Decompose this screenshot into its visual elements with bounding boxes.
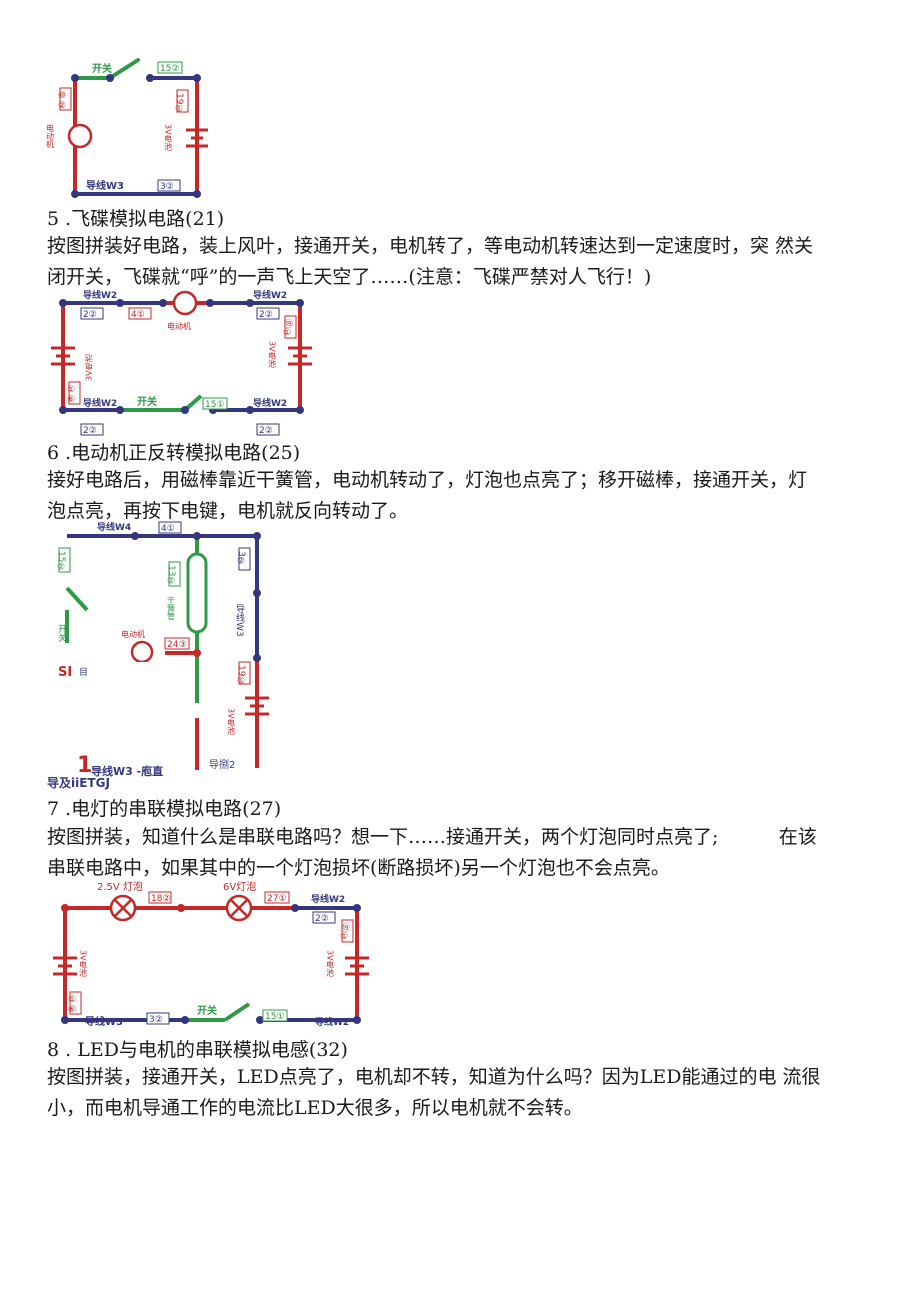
motor-symbol [130, 640, 154, 664]
tag-right: 19① [174, 93, 184, 114]
tag-left: ①⑥ [67, 995, 77, 1015]
battery-left-label: 3V电池 [79, 950, 88, 977]
section-paragraph-8: 按图拼装，接通开关，LED点亮了，电机却不转，知道为什么吗？因为LED能通过的电… [47, 1062, 867, 1124]
tag-switch: 15① [265, 1012, 285, 1022]
section-paragraph-7: 按图拼装，知道什么是串联电路吗？想一下……接通开关，两个灯泡同时点亮了; 在该 … [47, 822, 867, 884]
lamp1-label: 2.5V 灯泡 [97, 880, 143, 893]
tag-tr: 2② [259, 310, 273, 320]
artifact-si: SI [58, 665, 72, 680]
tag-bl: 2② [83, 426, 97, 436]
battery-right-label: 3V电池 [326, 950, 335, 977]
tag-right-top: 3② [236, 551, 246, 567]
wire-label-bl: 导线W3 [85, 1015, 123, 1028]
tag-left: 15② [56, 551, 66, 572]
battery-label: 3V电池 [164, 124, 173, 151]
tag-top: 4① [161, 524, 175, 534]
wire-label-br: 导线W2 [315, 1016, 349, 1028]
wire-label-tr: 导线W2 [253, 289, 287, 301]
lamp2-label: 6V灯泡 [223, 880, 256, 893]
motor-label: 电动机 [167, 321, 191, 331]
image-cutout [45, 662, 165, 742]
circuit-figure-flying-saucer: 导线W2 导线W2 2② 4① 电动机 2② 3V电池 3V电池 ①⑥ ⑲① 开… [51, 289, 312, 436]
tag-bl: 3② [149, 1015, 163, 1025]
section-paragraph-6: 接好电路后，用磁棒靠近干簧管，电动机转动了，灯泡也点亮了；移开磁棒，接通开关，灯… [47, 465, 867, 527]
tag-tl: 2② [83, 310, 97, 320]
section-heading-7: 7 .电灯的串联模拟电路(27) [47, 798, 282, 820]
tag-motor: 4① [131, 310, 145, 320]
paragraph-line: 按图拼装，接通开关，LED点亮了，电机却不转，知道为什么吗？因为LED能通过的电… [47, 1066, 821, 1088]
tag-right: ⑲① [282, 319, 293, 338]
paragraph-line: 泡点亮，再按下电键，电机就反向转动了。 [47, 500, 409, 522]
tag-reed: 13② [166, 565, 176, 586]
switch-label: 开关 [92, 62, 112, 75]
wire-label: 导线W3 [86, 179, 124, 192]
circuit-figure-series-lamps: 2.5V 灯泡 18② 6V灯泡 27① 导线W2 2② 3V电池 3V电池 ①… [53, 880, 369, 1028]
motor-symbol [172, 290, 198, 316]
motor-label: 电动机 [121, 629, 145, 639]
tag-left: ⑩② [57, 91, 67, 111]
tag-switch: 15① [205, 400, 225, 410]
reed-label: 干簧管 [167, 596, 176, 621]
circuit-figure-motor-reverse: 导线W4 4① 15② 13② 干簧管 3② 导线W3 开关 电动机 24③ 1… [45, 521, 269, 778]
switch-label: 开关 [197, 1004, 217, 1017]
paragraph-line: 小，而电机导通工作的电流比LED大很多，所以电机就不会转。 [47, 1097, 583, 1119]
figure-artifact-caption: 导及iiETGJ [47, 776, 110, 790]
artifact-mu: 目 [79, 667, 88, 678]
wire-label-bl: 导线W2 [83, 397, 117, 409]
wire-label-top: 导线W4 [97, 521, 131, 533]
lamp-symbol-1 [109, 894, 137, 922]
tag-lamp2: 27① [267, 894, 287, 904]
section-heading-5: 5 .飞碟模拟电路(21) [47, 208, 225, 230]
motor-symbol [67, 123, 93, 149]
paragraph-line: 按图拼装，知道什么是串联电路吗？想一下……接通开关，两个灯泡同时点亮了; 在该 [47, 826, 817, 848]
section-paragraph-5: 按图拼装好电路，装上风叶，接通开关，电机转了，等电动机转速达到一定速度时，突 然… [47, 231, 867, 293]
wire-label-br: 导线W2 [253, 397, 287, 409]
section-heading-6: 6 .电动机正反转模拟电路(25) [47, 442, 301, 464]
tag-top: 15② [160, 64, 180, 74]
wire-label-right: 导线W3 [234, 604, 245, 637]
paragraph-line: 串联电路中，如果其中的一个灯泡损坏(断路损坏)另一个灯泡也不会点亮。 [47, 857, 670, 879]
paragraph-line: 闭开关，飞碟就“呼”的一声飞上天空了……(注意：飞碟严禁对人飞行！) [47, 266, 652, 288]
tag-tr: 2② [315, 914, 329, 924]
tag-right: ⑲① [339, 923, 350, 942]
paragraph-line: 接好电路后，用磁棒靠近干簧管，电动机转动了，灯泡也点亮了；移开磁棒，接通开关，灯 [47, 469, 808, 491]
lamp-symbol-2 [225, 894, 253, 922]
tag-motor: 24③ [167, 640, 187, 650]
circuit-figure-motor-switch: 开关 15② 19① ⑩② 3V电池 电动机 导线W3 3② [46, 58, 208, 198]
wire-label-tl: 导线W2 [83, 289, 117, 301]
wire-label-tr: 导线W2 [311, 893, 345, 905]
battery-label: 3V电池 [227, 708, 236, 735]
tag-left: ①⑥ [66, 385, 76, 405]
artifact-one: 1 [77, 753, 92, 778]
tag-bottom: 3② [160, 182, 174, 192]
tag-battery: 19① [236, 665, 246, 686]
artifact-wire: 导线W3 -庖直 [91, 764, 163, 778]
paragraph-line: 按图拼装好电路，装上风叶，接通开关，电机转了，等电动机转速达到一定速度时，突 然… [47, 235, 814, 257]
switch-label: 开关 [137, 395, 157, 408]
tag-br: 2② [259, 426, 273, 436]
battery-left-label: 3V电池 [85, 354, 94, 381]
artifact-guide: 导捌2 [209, 758, 235, 771]
reed-switch-symbol [186, 552, 208, 634]
section-heading-8: 8 . LED与电机的串联模拟电感(32) [47, 1039, 348, 1061]
battery-right-label: 3V电池 [268, 341, 277, 368]
motor-label: 电动机 [46, 123, 55, 149]
tag-lamp1: 18② [151, 894, 171, 904]
switch-label: 开关 [56, 624, 67, 643]
